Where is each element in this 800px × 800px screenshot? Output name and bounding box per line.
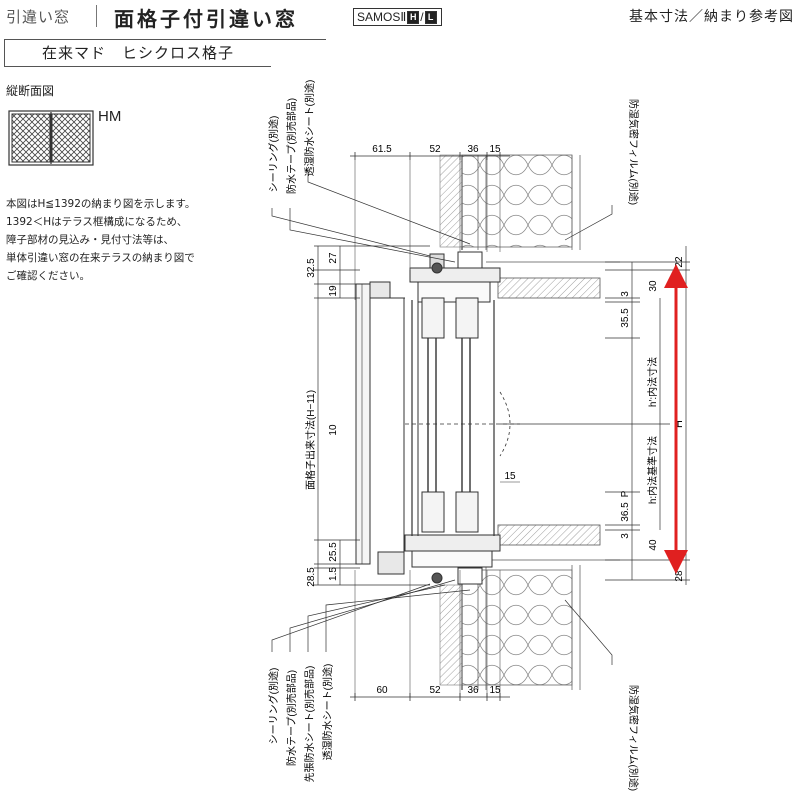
grille-dimension-label: 面格子出来寸法(H−11) [304,390,317,490]
title-category: 引違い窓 [6,8,71,26]
dim-right: 3 [620,533,631,539]
h-inner-label: h′:内法寸法 [646,357,659,407]
note-line: ご確認ください。 [6,270,90,282]
model-bar: 在来マド ヒシクロス格子 [4,39,271,67]
annotation-top: シーリング(別途) [267,116,280,193]
page-subtitle: 基本寸法／納まり参考図 [629,9,794,25]
note-line: 単体引違い窓の在来テラスの納まり図で [6,252,195,264]
annotation-film-bottom: 防湿気密フィルム(別途) [627,685,640,791]
series-prefix: SAMOSⅡ [357,10,407,24]
title-separator [96,5,97,27]
model-bar-rule [270,39,326,40]
dim-bottom: 36 [467,685,479,696]
dim-right: 3 [620,291,631,297]
dim-bottom: 15 [489,685,501,696]
series-letter-h: H [407,11,420,24]
note-line: 本図はH≦1392の納まり図を示します。 [6,198,196,210]
dim-bottom: 52 [429,685,441,696]
dim-right: 28 [674,570,685,582]
dim-top: 36 [467,144,479,155]
series-separator: / [420,10,424,24]
dim-left: 1.5 [328,567,339,581]
window-thumbnail-icon [8,110,94,166]
annotation-bottom: 先張防水シート(別売部品) [303,666,316,783]
reference-lines [354,160,501,697]
dim-left: 32.5 [306,258,317,278]
dim-left: 28.5 [306,567,317,587]
note-line: 1392＜Hはテラス框構成になるため、 [6,216,188,228]
dim-left: 27 [328,252,339,264]
dim-right: 30 [648,280,659,292]
annotation-film-top: 防湿気密フィルム(別途) [627,99,640,205]
dim-left: 25.5 [328,542,339,562]
wall-bottom [439,524,620,690]
dim-left: 19 [328,285,339,297]
grille-dimension-value: 10 [328,424,339,436]
dim-bottom: 60 [376,685,388,696]
dim-right: 40 [648,539,659,551]
bottom-leaders [271,579,613,665]
h-inner-label: h:内法基準寸法 [646,436,659,504]
annotation-bottom: シーリング(別途) [267,668,280,745]
dim-right: 35.5 [620,308,631,328]
dim-right: 36.5 [620,502,631,522]
top-dimension-line [350,152,510,160]
wall-top [439,154,620,299]
annotation-top: 透湿防水シート(別途) [303,80,316,177]
p-label: P [620,490,631,497]
annotation-top: 防水テープ(別売部品) [285,98,298,194]
page-title: 面格子付引違い窓 [114,7,298,31]
annotation-bottom: 透湿防水シート(別途) [321,664,334,761]
dim-top: 52 [429,144,441,155]
top-leaders [271,170,613,263]
dim-top: 15 [489,144,501,155]
window-frame [404,251,520,585]
dim-right: 22 [674,256,685,268]
type-code: HM [98,108,122,125]
section-label: 縦断面図 [6,84,55,98]
note-line: 障子部材の見込み・見付寸法等は、 [6,234,174,246]
dim-sill-inner: 15 [504,471,516,482]
dim-top: 61.5 [372,144,392,155]
bottom-dimension-line [350,693,510,701]
grille [355,281,405,575]
annotation-bottom: 防水テープ(別売部品) [285,670,298,766]
series-letter-l: L [424,11,437,24]
